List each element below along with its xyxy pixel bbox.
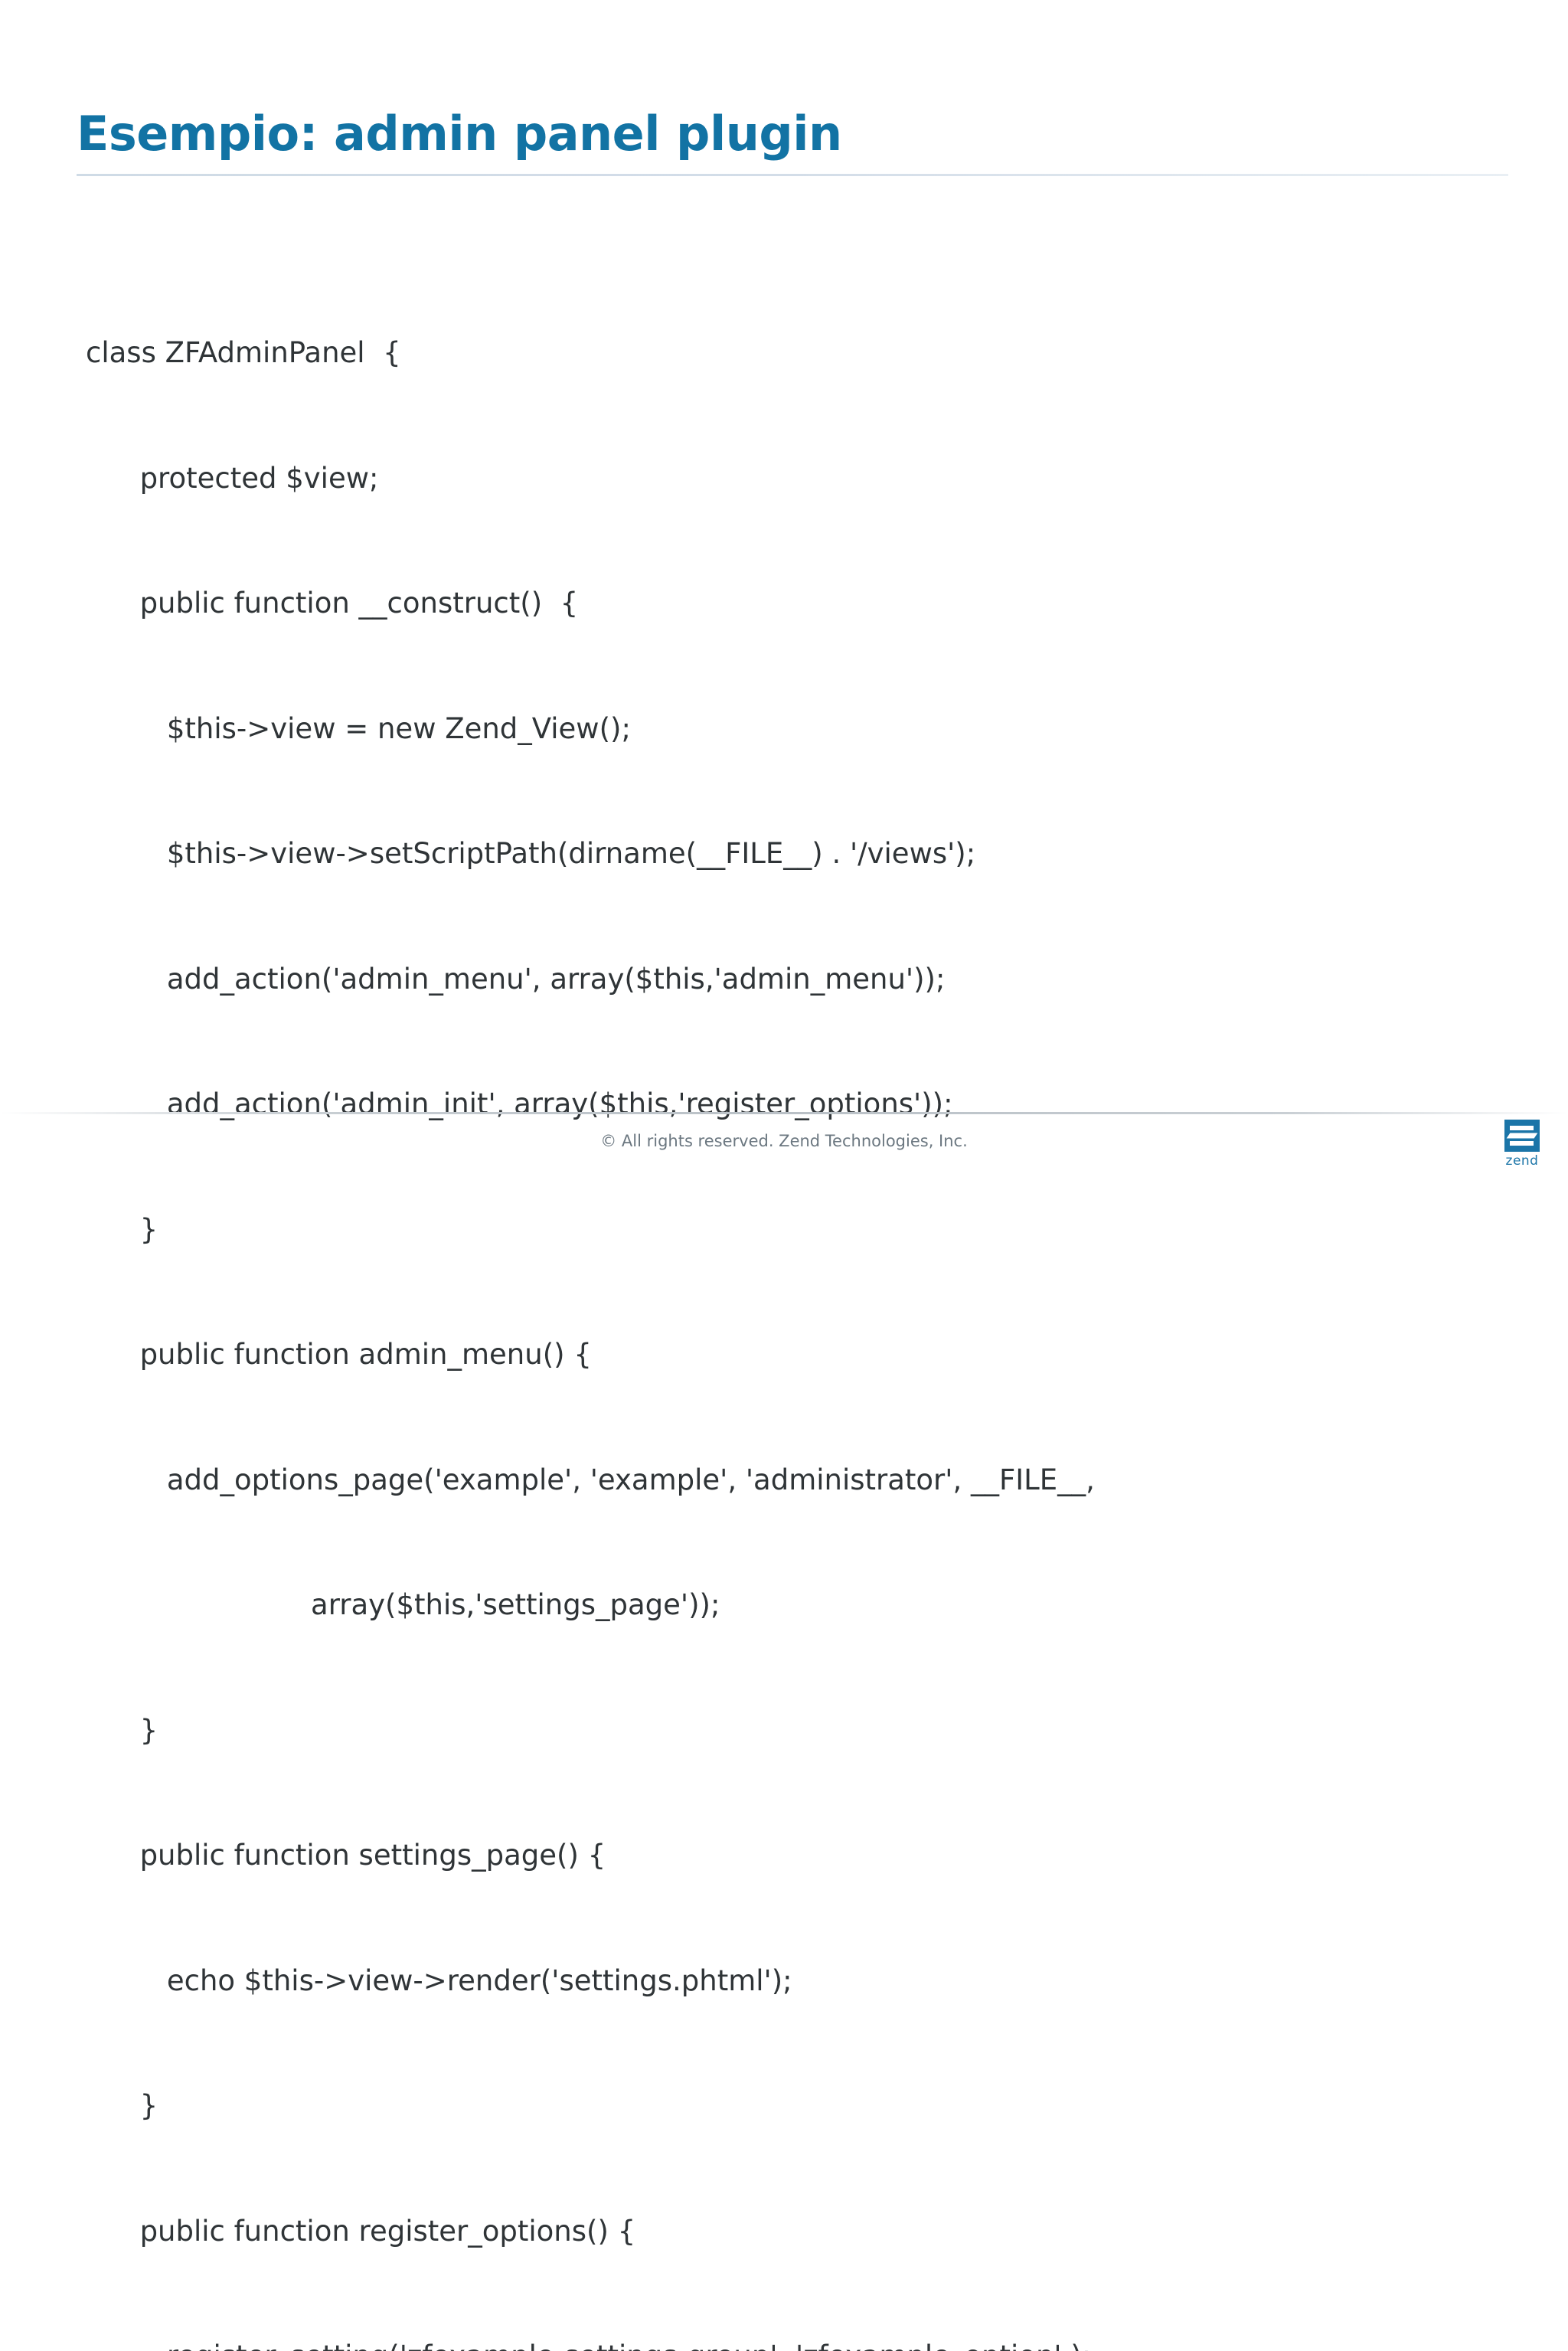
slide-canvas: Esempio: admin panel plugin class ZFAdmi… <box>0 106 1568 2351</box>
code-line: class ZFAdminPanel { <box>86 336 401 369</box>
footer-divider <box>0 1112 1568 1114</box>
code-line: } <box>86 2089 158 2122</box>
page-title: Esempio: admin panel plugin <box>77 106 842 162</box>
code-line: protected $view; <box>86 461 379 495</box>
code-line: add_action('admin_menu', array($this,'ad… <box>86 962 946 996</box>
code-line: } <box>86 1713 158 1747</box>
code-line: register_setting('zfexample-settings-gro… <box>86 2336 1464 2351</box>
zend-logo-wordmark: zend <box>1505 1153 1539 1169</box>
code-line: add_action('admin_init', array($this,'re… <box>86 1087 953 1120</box>
code-line: array($this,'settings_page')); <box>86 1588 720 1621</box>
code-line: $this->view->setScriptPath(dirname(__FIL… <box>86 837 976 870</box>
code-listing: class ZFAdminPanel { protected $view; pu… <box>86 249 1464 2351</box>
code-line: public function admin_menu() { <box>86 1338 592 1371</box>
code-line: } <box>86 1212 158 1246</box>
code-line: $this->view = new Zend_View(); <box>86 711 631 745</box>
title-divider <box>77 174 1508 177</box>
title-block: Esempio: admin panel plugin <box>77 106 1508 177</box>
copyright-notice: © All rights reserved. Zend Technologies… <box>600 1132 968 1150</box>
zend-logo-icon <box>1504 1120 1540 1152</box>
code-line: public function __construct() { <box>86 587 579 620</box>
code-line: add_options_page('example', 'example', '… <box>86 1463 1095 1496</box>
zend-logo: zend <box>1498 1120 1547 1169</box>
code-line: public function settings_page() { <box>86 1839 606 1872</box>
code-line: echo $this->view->render('settings.phtml… <box>86 1964 792 1997</box>
code-line: public function register_options() { <box>86 2214 636 2248</box>
